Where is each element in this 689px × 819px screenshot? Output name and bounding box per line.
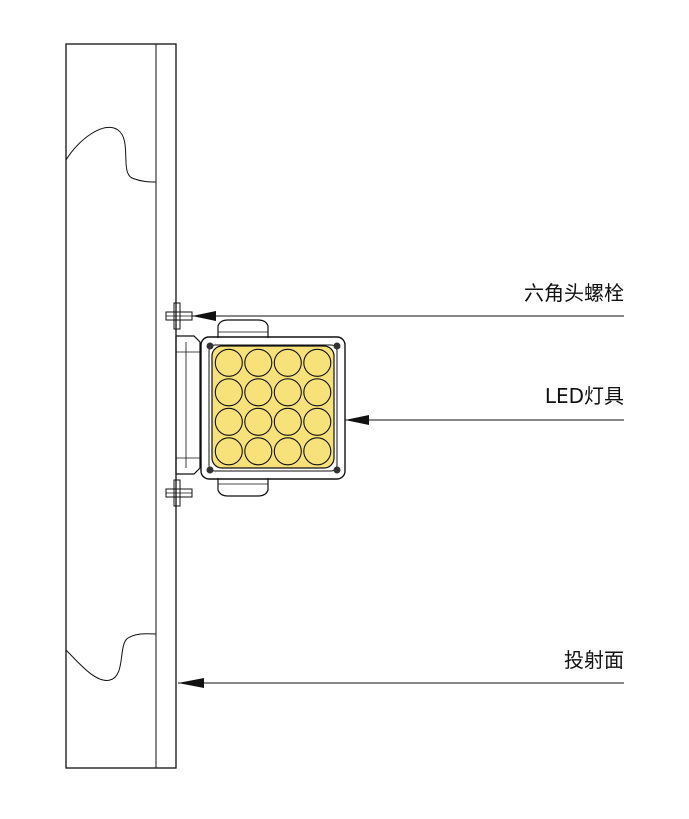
led-fixture — [200, 319, 346, 497]
fixture-bottom-tab — [217, 478, 269, 497]
arrow-head-icon — [192, 311, 216, 321]
fixture-housing — [200, 336, 346, 480]
led-bulb — [244, 437, 273, 466]
led-bulb — [303, 437, 332, 466]
led-bulb — [303, 378, 332, 407]
hex-bolt-top — [165, 302, 193, 330]
led-bulb — [273, 407, 302, 436]
label-hex-bolt: 六角头螺栓 — [524, 281, 624, 305]
led-bulb — [214, 348, 243, 377]
wall-surface — [65, 43, 177, 769]
callout-led — [345, 415, 624, 425]
callout-surface — [178, 678, 624, 688]
led-bulb — [303, 407, 332, 436]
led-bulb — [244, 378, 273, 407]
break-line-top — [65, 126, 157, 183]
break-line-bottom — [65, 633, 157, 681]
arrow-head-icon — [345, 415, 369, 425]
led-bulb — [214, 378, 243, 407]
callout-bolt — [192, 311, 624, 321]
led-bulb — [214, 437, 243, 466]
hex-bolt-bottom — [165, 479, 193, 507]
led-grid — [214, 348, 332, 466]
mounting-bracket — [175, 335, 201, 475]
led-bulb — [214, 407, 243, 436]
label-led-fixture: LED灯具 — [545, 384, 624, 408]
led-panel — [211, 345, 335, 469]
arrow-head-icon — [178, 678, 204, 688]
led-bulb — [303, 348, 332, 377]
fixture-top-tab — [217, 319, 269, 338]
corner-screw-icon — [206, 342, 341, 474]
led-bulb — [273, 348, 302, 377]
led-bulb — [244, 407, 273, 436]
led-bulb — [273, 437, 302, 466]
led-bulb — [244, 348, 273, 377]
led-bulb — [273, 378, 302, 407]
label-projection-surface: 投射面 — [564, 648, 624, 672]
